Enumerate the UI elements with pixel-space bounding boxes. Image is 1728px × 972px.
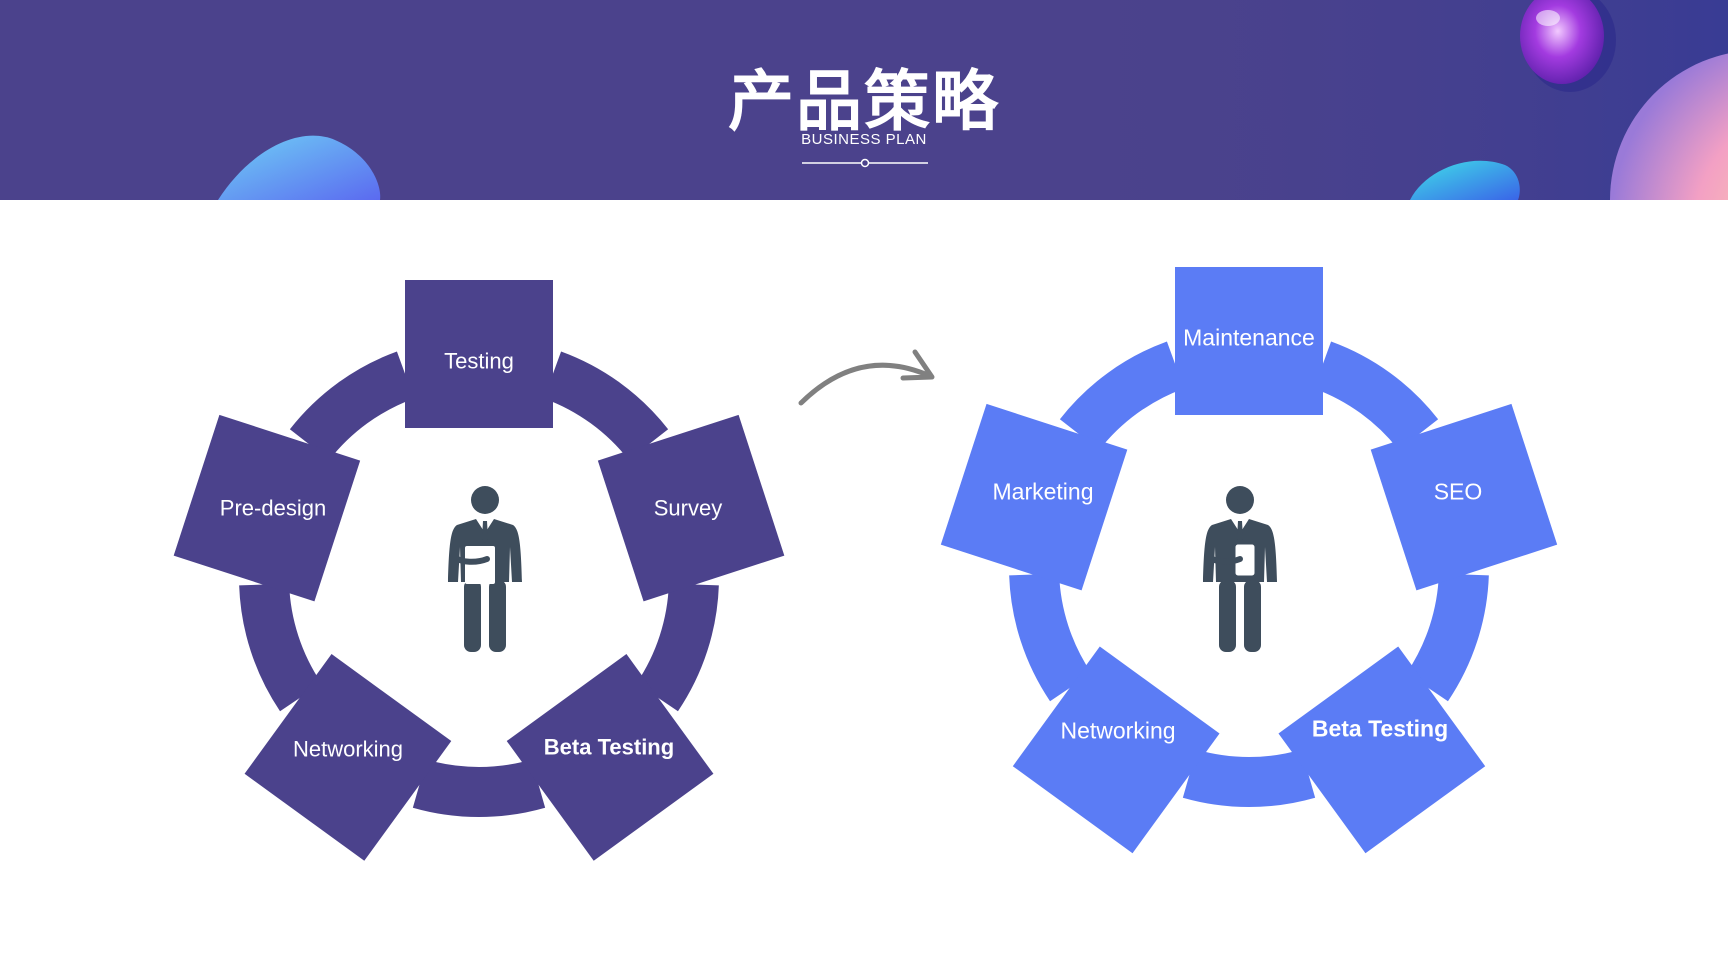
right-cycle-ring (1009, 341, 1489, 807)
right-step-label-4: Networking (1060, 717, 1176, 744)
left-step-label-1: Testing (444, 348, 514, 374)
right-ring-segment-3 (1182, 749, 1316, 807)
left-ring-segment-4 (239, 583, 322, 712)
title-divider (802, 158, 928, 168)
left-ring-segment-3 (412, 759, 546, 818)
header-decoration (0, 0, 1728, 200)
left-cycle-ring (239, 351, 719, 818)
right-ring-segment-2 (1406, 573, 1489, 702)
header-banner: 产品策略 BUSINESS PLAN (0, 0, 1728, 200)
left-step-box-5 (173, 414, 361, 602)
businessman-with-tablet-icon (448, 486, 522, 652)
right-step-box-4 (1012, 646, 1220, 854)
left-step-label-4: Networking (292, 736, 404, 762)
left-step-label-2: Survey (653, 495, 723, 521)
right-ring-segment-4 (1009, 573, 1092, 702)
left-cycle-boxes (173, 280, 785, 861)
left-ring-segment-2 (636, 583, 719, 712)
right-ring-segment-5 (1059, 341, 1185, 451)
right-step-box-2 (1370, 403, 1558, 591)
left-step-label-3: Beta Testing (543, 734, 675, 760)
page-title: 产品策略 (728, 63, 1000, 140)
right-ring-segment-1 (1313, 341, 1439, 451)
right-step-box-3 (1278, 646, 1486, 854)
right-step-box-1 (1175, 267, 1323, 415)
right-step-label-5: Marketing (992, 478, 1094, 505)
businessman-with-phone-icon (1203, 486, 1277, 652)
right-step-label-3: Beta Testing (1311, 715, 1449, 742)
left-step-box-2 (597, 414, 785, 602)
right-step-label-1: Maintenance (1183, 324, 1315, 351)
left-step-box-1 (405, 280, 553, 428)
right-step-box-5 (940, 403, 1128, 591)
left-ring-segment-5 (289, 351, 415, 461)
right-cycle-boxes (940, 267, 1558, 854)
right-step-label-2: SEO (1433, 478, 1483, 505)
left-step-label-5: Pre-design (219, 495, 327, 521)
curved-arrow-icon (798, 349, 935, 406)
left-ring-segment-1 (543, 351, 669, 461)
left-step-box-3 (506, 654, 714, 861)
left-step-box-4 (244, 654, 452, 861)
page-subtitle: BUSINESS PLAN (801, 131, 927, 148)
